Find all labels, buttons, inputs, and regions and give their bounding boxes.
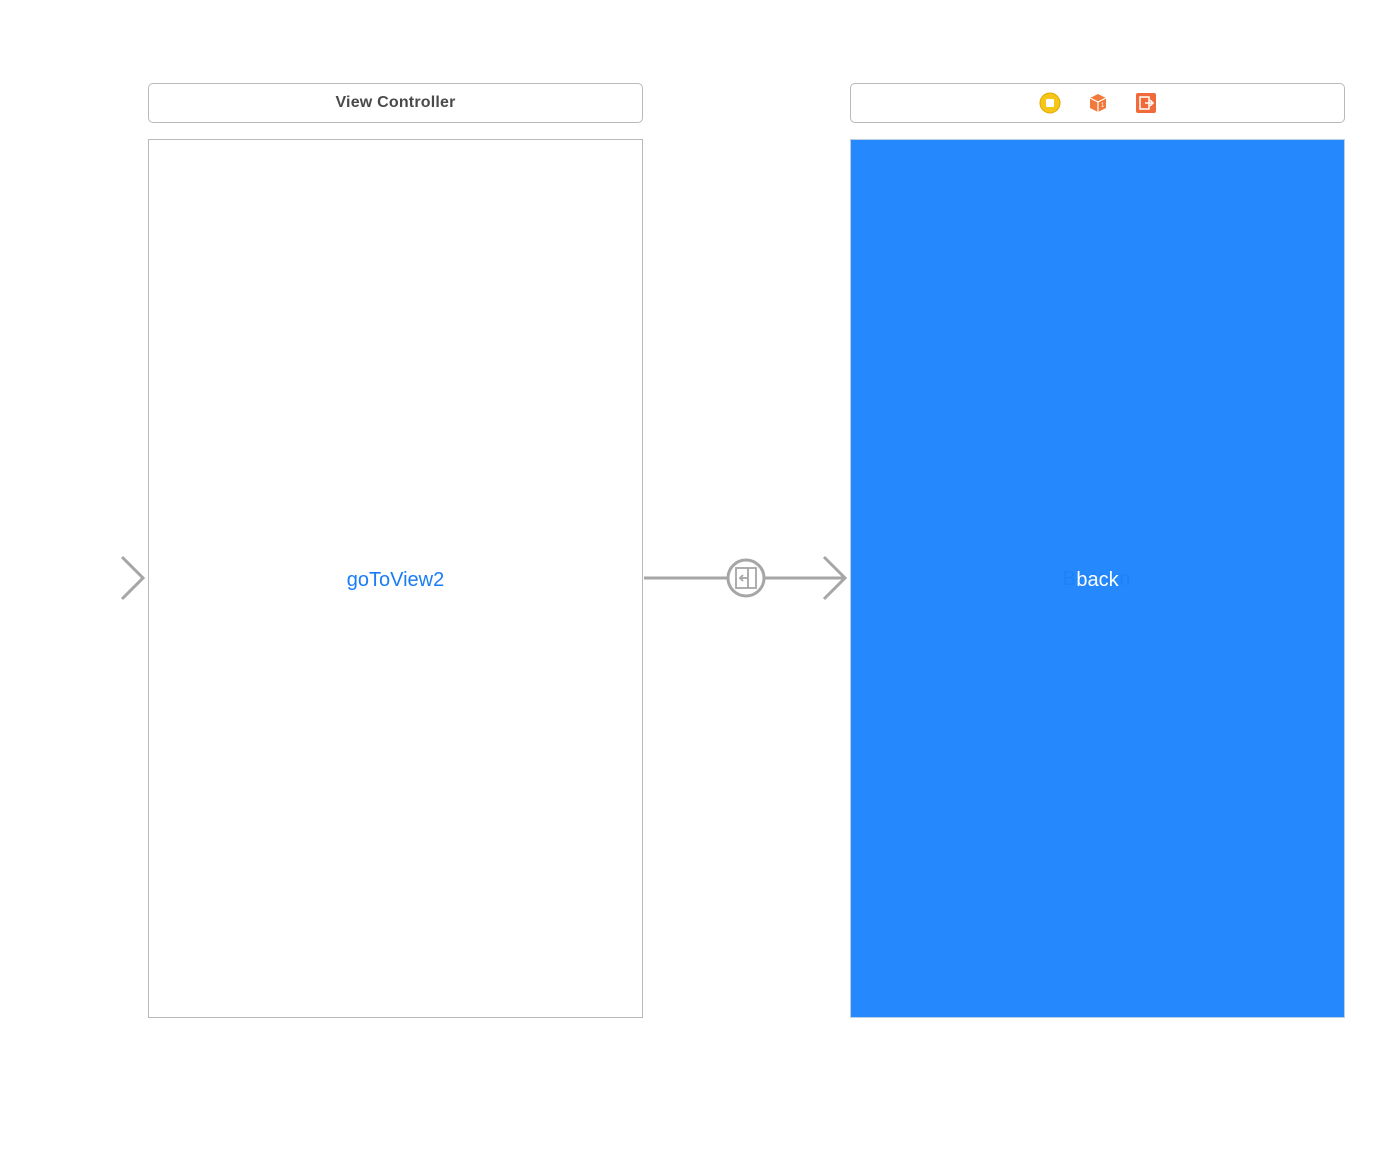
first-responder-icon[interactable]: 1: [1087, 92, 1109, 114]
show-segue-icon[interactable]: [726, 558, 766, 598]
exit-icon[interactable]: [1135, 92, 1157, 114]
back-button[interactable]: back: [851, 568, 1344, 593]
scene-dock-view-controller[interactable]: View Controller: [148, 83, 643, 123]
view-controller-icon[interactable]: [1039, 92, 1061, 114]
second-view-controller-scene[interactable]: Button back: [850, 139, 1345, 1018]
entry-point-arrow[interactable]: [15, 555, 146, 601]
button-placeholder-text: Button: [1062, 568, 1133, 590]
scene-title: View Controller: [335, 94, 456, 111]
view-controller-scene[interactable]: goToView2: [148, 139, 643, 1018]
go-to-view2-button[interactable]: goToView2: [149, 568, 642, 593]
scene-dock-second[interactable]: 1: [850, 83, 1345, 123]
show-segue[interactable]: [644, 555, 848, 601]
svg-text:1: 1: [1101, 103, 1105, 109]
